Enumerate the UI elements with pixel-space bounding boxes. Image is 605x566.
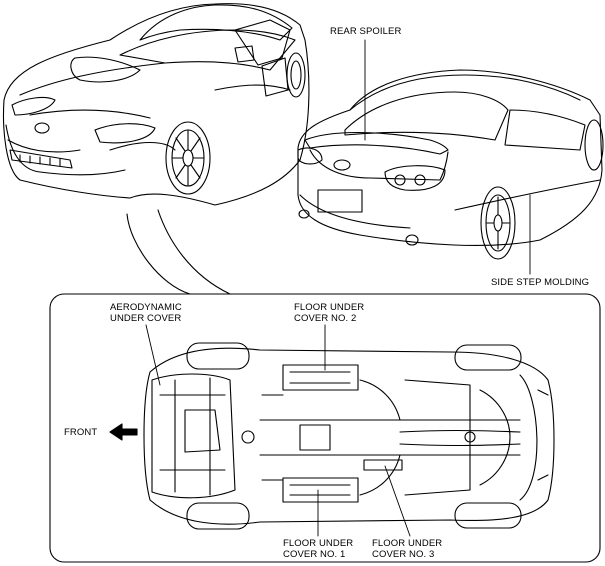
floor-under-cover-1-label: FLOOR UNDER COVER NO. 1: [283, 538, 354, 560]
front-label: FRONT: [64, 427, 98, 438]
front-car-illustration: [3, 3, 310, 206]
underbody-illustration: [143, 342, 555, 530]
detail-callout-line: [126, 209, 231, 295]
rear-car-illustration: [297, 69, 604, 260]
floor-cover-2-shape: [282, 364, 359, 391]
floor-under-cover-2-label: FLOOR UNDER COVER NO. 2: [294, 302, 365, 324]
front-arrow-icon: [109, 423, 138, 441]
floor-cover-3-shape: [363, 459, 403, 471]
floor-under-cover-3-label: FLOOR UNDER COVER NO. 3: [372, 538, 443, 560]
rear-spoiler-label: REAR SPOILER: [330, 26, 402, 37]
underbody-panel-frame: [49, 293, 601, 563]
floor-cover-1-shape: [282, 477, 359, 503]
side-step-molding-label: SIDE STEP MOLDING: [491, 277, 590, 288]
aerodynamic-under-cover-label: AERODYNAMIC UNDER COVER: [110, 302, 182, 324]
leader-lines: [145, 39, 531, 537]
